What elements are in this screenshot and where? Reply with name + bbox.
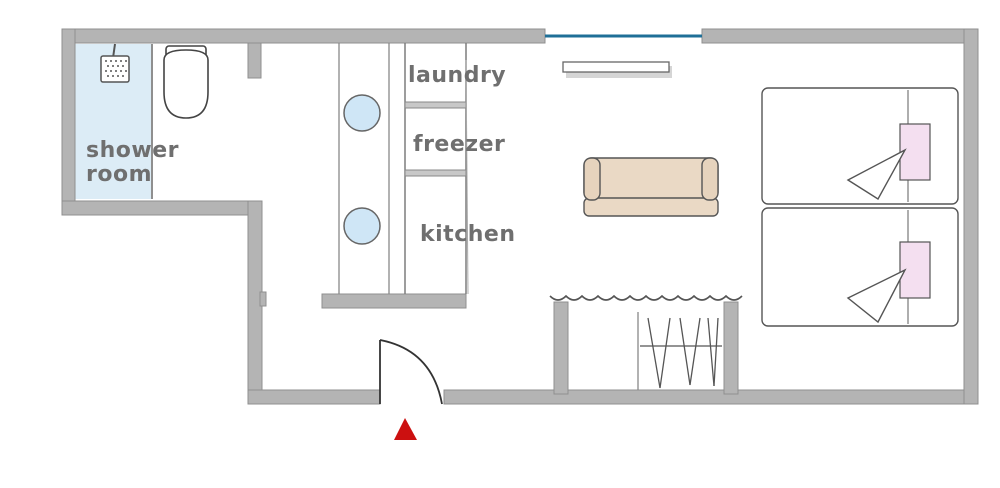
bed-icon	[761, 87, 959, 205]
closet-wall-left	[553, 301, 569, 395]
wall-top-right	[701, 28, 979, 44]
wall-notch	[259, 291, 267, 307]
sink-counter	[338, 43, 390, 294]
laundry-label: laundry	[408, 63, 506, 88]
wall-bottom-right	[443, 389, 979, 405]
wall-bottom-left	[247, 389, 381, 405]
pillow-icon	[899, 123, 931, 181]
wall-shelf	[562, 61, 672, 78]
shower-head-icon	[100, 43, 130, 83]
kitchen-cabinets	[404, 43, 469, 295]
sink-icon	[343, 94, 381, 132]
closet-wall-right	[723, 301, 739, 395]
clothes-rack-icon	[637, 312, 722, 390]
wall-bath-bottom	[61, 200, 263, 216]
bed-icon	[761, 207, 959, 327]
shower-room-label-line1: shower	[86, 138, 179, 163]
wall-right	[963, 28, 979, 405]
sink-icon	[343, 207, 381, 245]
closet-curtain	[549, 294, 743, 301]
wall-top-left	[61, 28, 546, 44]
sofa-icon	[583, 157, 719, 217]
wall-left-bath	[61, 28, 76, 216]
freezer-label: freezer	[413, 132, 505, 157]
entrance-marker-icon	[394, 418, 417, 440]
kitchen-label: kitchen	[420, 222, 515, 247]
toilet-icon	[163, 45, 209, 119]
entrance-door	[379, 339, 443, 405]
wall-bath-stub	[247, 42, 262, 79]
shower-room-label-line2: room	[86, 162, 152, 187]
kitchen-ledge	[321, 293, 467, 309]
